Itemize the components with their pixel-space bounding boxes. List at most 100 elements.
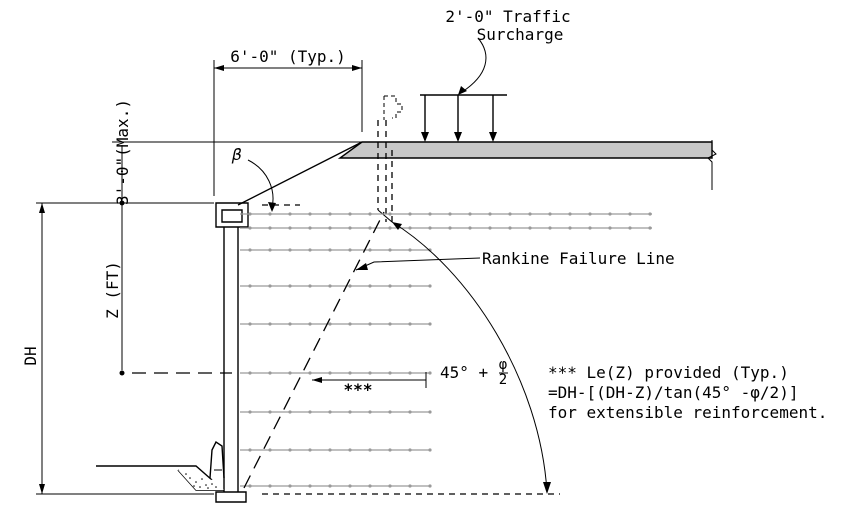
rankine-failure-line xyxy=(243,211,385,489)
reinforcement-node xyxy=(588,226,592,230)
reinforcement-node xyxy=(348,322,352,326)
reinforcement-node xyxy=(368,226,372,230)
reinforcement-node xyxy=(348,371,352,375)
dh-dimension xyxy=(39,203,45,494)
reinforcement-node xyxy=(248,371,252,375)
reinforcement-node xyxy=(368,284,372,288)
angle-arc xyxy=(391,221,548,493)
reinforcement-node xyxy=(348,212,352,216)
reinforcement-node xyxy=(328,322,332,326)
reinforcement-node xyxy=(348,410,352,414)
reinforcement-node xyxy=(288,322,292,326)
reinforcement-node xyxy=(348,484,352,488)
reinforcement-node xyxy=(508,226,512,230)
angle-phi: φ xyxy=(499,357,507,373)
reinforcement-node xyxy=(328,448,332,452)
reinforcement-node xyxy=(248,484,252,488)
reinforcement-node xyxy=(508,212,512,216)
reinforcement-node xyxy=(388,322,392,326)
reinforcement-node xyxy=(568,212,572,216)
reinforcement-node xyxy=(488,212,492,216)
reinforcement-node xyxy=(428,371,432,375)
reinforcement-node xyxy=(308,371,312,375)
reinforcement-node xyxy=(468,226,472,230)
reinforcement-node xyxy=(268,284,272,288)
reinforcement-node xyxy=(428,448,432,452)
reinforcement-node xyxy=(268,212,272,216)
reinforcement-node xyxy=(388,448,392,452)
reinforcement-node xyxy=(288,484,292,488)
reinforcement-node xyxy=(648,212,652,216)
reinforcement-node xyxy=(408,410,412,414)
angle-label: 45° + xyxy=(440,363,488,382)
reinforcement-node xyxy=(268,226,272,230)
reinforcement-node xyxy=(368,212,372,216)
reinforcement-node xyxy=(288,284,292,288)
reinforcement-node xyxy=(368,371,372,375)
reinforcement-node xyxy=(608,212,612,216)
surcharge-label-line1: 2'-0" Traffic xyxy=(445,7,570,26)
reinforcement-node xyxy=(408,322,412,326)
reinforcement-node xyxy=(368,410,372,414)
reinforcement-node xyxy=(348,226,352,230)
reinforcement-node xyxy=(268,410,272,414)
reinforcement-node xyxy=(388,284,392,288)
reinforcement-node xyxy=(388,248,392,252)
reinforcement-node xyxy=(268,371,272,375)
reinforcement-node xyxy=(288,226,292,230)
reinforcement-node xyxy=(288,448,292,452)
reinforcement-node xyxy=(288,410,292,414)
max-height-dimension xyxy=(119,145,125,206)
wall-facing xyxy=(215,202,249,503)
reinforcement-node xyxy=(408,484,412,488)
reinforcement-node xyxy=(328,484,332,488)
reinforcement-node xyxy=(308,284,312,288)
reinforcement-node xyxy=(308,322,312,326)
setback-dimension xyxy=(213,60,363,196)
reinforcement-node xyxy=(268,248,272,252)
reinforcement-node xyxy=(428,322,432,326)
reinforcement-node xyxy=(308,212,312,216)
reinforcement-node xyxy=(408,212,412,216)
reinforcement-node xyxy=(368,248,372,252)
reinforcement-node xyxy=(528,212,532,216)
reinforcement-node xyxy=(368,484,372,488)
dh-label: DH xyxy=(21,346,40,365)
reinforcement-node xyxy=(308,410,312,414)
reinforcement-node xyxy=(328,212,332,216)
reinforcement-node xyxy=(648,226,652,230)
reinforcement-node xyxy=(408,226,412,230)
reinforcement-node xyxy=(248,448,252,452)
reinforcement-node xyxy=(368,448,372,452)
beta-arc xyxy=(247,159,274,209)
reinforcement-node xyxy=(428,212,432,216)
reinforcement-node xyxy=(408,284,412,288)
note-line-3: for extensible reinforcement. xyxy=(548,403,827,422)
reinforcement-node xyxy=(428,226,432,230)
reinforcement-node xyxy=(248,322,252,326)
reinforcement-group xyxy=(240,212,652,488)
reinforcement-node xyxy=(248,248,252,252)
reinforcement-node xyxy=(448,226,452,230)
reinforcement-node xyxy=(328,371,332,375)
reinforcement-node xyxy=(428,410,432,414)
reinforcement-node xyxy=(408,448,412,452)
max-height-label: 3'-0"(Max.) xyxy=(113,99,132,205)
reinforcement-node xyxy=(388,212,392,216)
reinforcement-node xyxy=(328,226,332,230)
reinforcement-node xyxy=(348,248,352,252)
note-line-1: *** Le(Z) provided (Typ.) xyxy=(548,363,789,382)
surcharge-label-line2: Surcharge xyxy=(477,25,564,44)
reinforcement-node xyxy=(248,212,252,216)
reinforcement-node xyxy=(408,248,412,252)
reinforcement-node xyxy=(288,248,292,252)
toe-barrier xyxy=(96,440,225,491)
reinforcement-node xyxy=(348,284,352,288)
reinforcement-node xyxy=(308,226,312,230)
z-dimension xyxy=(119,205,232,376)
reinforcement-node xyxy=(288,212,292,216)
reinforcement-node xyxy=(268,448,272,452)
note-line-2: =DH-[(DH-Z)/tan(45° -φ/2)] xyxy=(548,383,798,402)
reinforcement-node xyxy=(428,284,432,288)
